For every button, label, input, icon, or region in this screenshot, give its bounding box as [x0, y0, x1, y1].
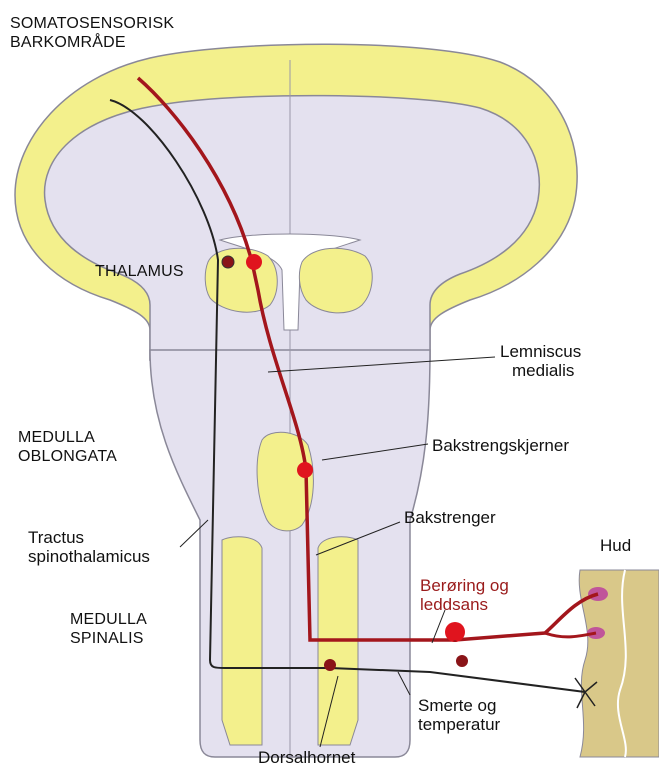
- label-lemniscus-medialis: Lemniscus medialis: [500, 342, 581, 380]
- label-line: spinothalamicus: [28, 547, 150, 566]
- label-line: Smerte og: [418, 696, 500, 715]
- leader-beroring: [432, 610, 445, 643]
- label-line: Berøring og: [420, 576, 509, 595]
- thalamus-left: [205, 248, 277, 312]
- label-bakstrengskjerner: Bakstrengskjerner: [432, 436, 569, 455]
- thalamus-neuron-black: [222, 256, 234, 268]
- label-somatosensory-cortex: SOMATOSENSORISK BARKOMRÅDE: [10, 14, 174, 52]
- label-medulla-spinalis: MEDULLA SPINALIS: [70, 610, 147, 648]
- label-line: MEDULLA: [18, 428, 117, 447]
- label-bakstrenger: Bakstrenger: [404, 508, 496, 527]
- label-line: medialis: [500, 361, 581, 380]
- label-tractus-spinothalamicus: Tractus spinothalamicus: [28, 528, 150, 566]
- label-thalamus: THALAMUS: [95, 262, 184, 281]
- thalamus-right: [299, 248, 372, 313]
- thalamus-neuron-red: [246, 254, 262, 270]
- pain-ganglion-neuron: [456, 655, 468, 667]
- nucleus-neuron-red: [297, 462, 313, 478]
- label-beroring-og-leddsans: Berøring og leddsans: [420, 576, 509, 614]
- label-line: SOMATOSENSORISK: [10, 14, 174, 33]
- dorsal-horn-neuron: [324, 659, 336, 671]
- label-hud: Hud: [600, 536, 631, 555]
- spinal-gray-left: [222, 537, 262, 745]
- ganglion-neuron-red: [445, 622, 465, 642]
- label-line: OBLONGATA: [18, 447, 117, 466]
- label-line: MEDULLA: [70, 610, 147, 629]
- label-line: Tractus: [28, 528, 150, 547]
- label-smerte-og-temperatur: Smerte og temperatur: [418, 696, 500, 734]
- label-line: SPINALIS: [70, 629, 147, 648]
- label-dorsalhornet: Dorsalhornet: [258, 748, 355, 767]
- label-line: BARKOMRÅDE: [10, 33, 174, 52]
- label-line: Lemniscus: [500, 342, 581, 361]
- label-medulla-oblongata: MEDULLA OBLONGATA: [18, 428, 117, 466]
- label-line: leddsans: [420, 595, 509, 614]
- label-line: temperatur: [418, 715, 500, 734]
